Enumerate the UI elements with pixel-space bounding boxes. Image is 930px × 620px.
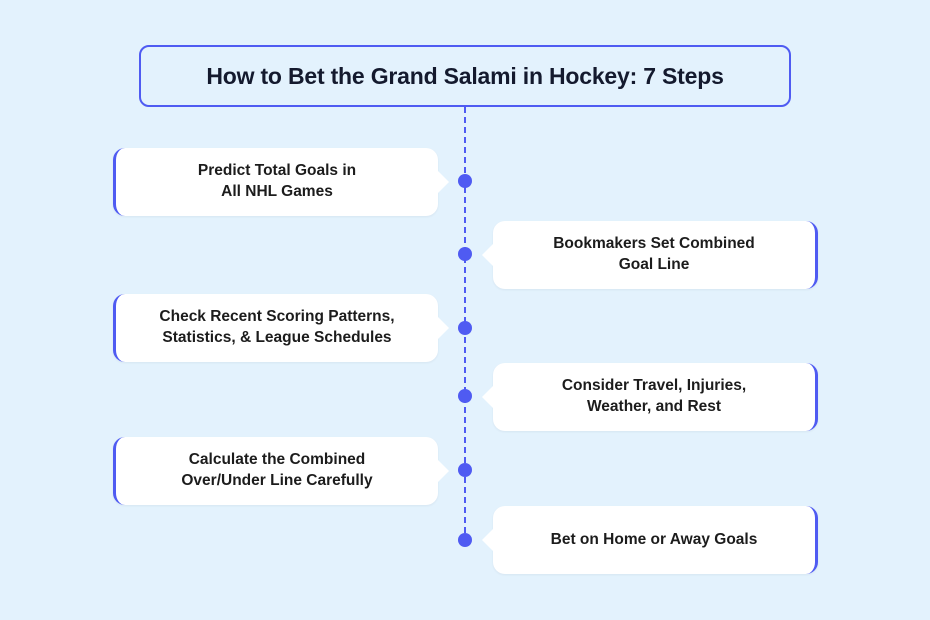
step-label-2: Bookmakers Set Combined Goal Line — [553, 235, 755, 273]
step-label-3: Check Recent Scoring Patterns, Statistic… — [159, 308, 395, 346]
step-card-body-6: Bet on Home or Away Goals — [482, 506, 818, 574]
step-pointer-icon-5 — [438, 460, 449, 482]
step-label-1: Predict Total Goals in All NHL Games — [197, 162, 357, 200]
step-label-4: Consider Travel, Injuries, Weather, and … — [561, 377, 747, 415]
step-card-body-4: Consider Travel, Injuries, Weather, and … — [482, 363, 818, 431]
step-card-2[interactable]: Bookmakers Set Combined Goal Line — [482, 221, 818, 289]
step-card-body-2: Bookmakers Set Combined Goal Line — [482, 221, 818, 289]
step-pointer-icon-4 — [482, 386, 493, 408]
step-pointer-icon-6 — [482, 529, 493, 551]
step-pointer-icon-1 — [438, 171, 449, 193]
step-card-4[interactable]: Consider Travel, Injuries, Weather, and … — [482, 363, 818, 431]
timeline-dot-icon-5 — [458, 463, 472, 477]
step-label-6: Bet on Home or Away Goals — [550, 530, 758, 548]
timeline-dot-icon-2 — [458, 247, 472, 261]
step-card-body-5: Calculate the Combined Over/Under Line C… — [113, 437, 449, 505]
timeline-dot-icon-6 — [458, 533, 472, 547]
step-pointer-icon-3 — [438, 317, 449, 339]
step-pointer-icon-2 — [482, 244, 493, 266]
timeline-dot-icon-4 — [458, 389, 472, 403]
step-card-1[interactable]: Predict Total Goals in All NHL Games — [113, 148, 449, 216]
timeline-dot-icon-3 — [458, 321, 472, 335]
step-card-body-3: Check Recent Scoring Patterns, Statistic… — [113, 294, 449, 362]
timeline-dot-icon-1 — [458, 174, 472, 188]
page-title: How to Bet the Grand Salami in Hockey: 7… — [206, 62, 724, 89]
page-title-box: How to Bet the Grand Salami in Hockey: 7… — [139, 45, 791, 107]
step-label-5: Calculate the Combined Over/Under Line C… — [181, 451, 373, 489]
step-card-body-1: Predict Total Goals in All NHL Games — [113, 148, 449, 216]
step-card-3[interactable]: Check Recent Scoring Patterns, Statistic… — [113, 294, 449, 362]
step-card-6[interactable]: Bet on Home or Away Goals — [482, 506, 818, 574]
step-card-5[interactable]: Calculate the Combined Over/Under Line C… — [113, 437, 449, 505]
